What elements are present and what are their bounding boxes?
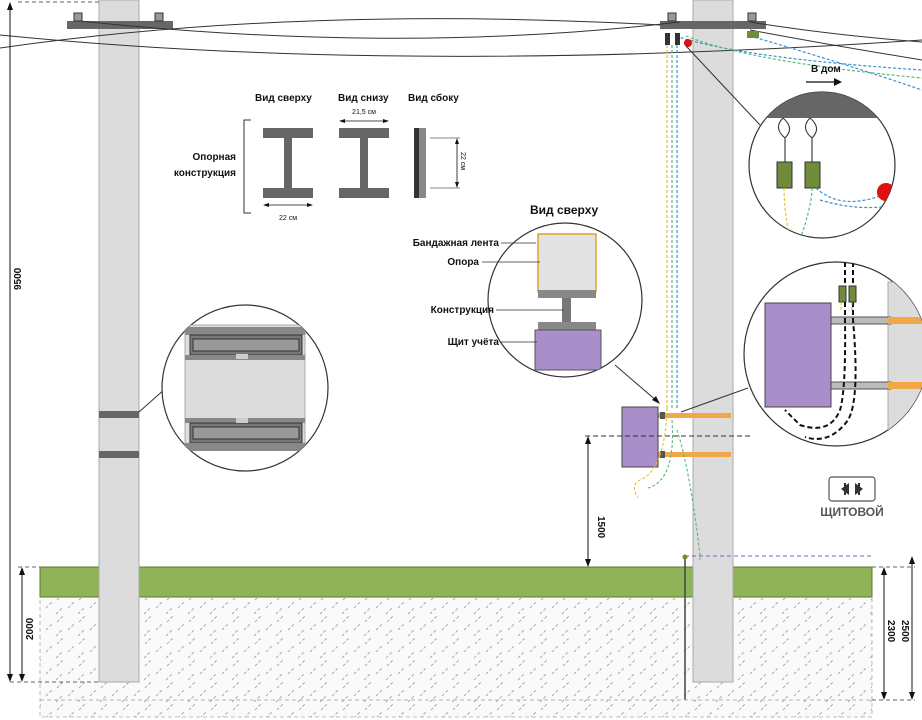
label-pole: Опора bbox=[447, 257, 479, 268]
clamp-icon bbox=[776, 161, 793, 189]
meter-box-detail-callout bbox=[743, 261, 922, 447]
right-pole bbox=[692, 0, 734, 683]
i-beam-bottom-view bbox=[339, 128, 389, 198]
svg-text:22 см: 22 см bbox=[459, 152, 466, 170]
insulator-icon bbox=[73, 12, 164, 22]
svg-text:9500: 9500 bbox=[13, 267, 24, 290]
i-beam-side-view bbox=[414, 128, 426, 198]
grass-strip bbox=[39, 566, 873, 598]
band-clamp-lower bbox=[99, 451, 139, 458]
svg-text:ЩИТОВОЙ: ЩИТОВОЙ bbox=[820, 504, 884, 519]
clamp-icon bbox=[838, 285, 847, 303]
label-construction: Конструкция bbox=[431, 305, 495, 316]
shitovoy-logo: ЩИТОВОЙ bbox=[820, 476, 884, 519]
clamp-icon bbox=[848, 285, 857, 303]
dimension-pole-height: 9500 bbox=[7, 2, 24, 682]
service-clamp bbox=[747, 31, 759, 38]
top-view-callout bbox=[487, 222, 660, 404]
fuse-icon bbox=[684, 39, 692, 47]
meter-box bbox=[621, 406, 659, 468]
dimension-ground-left: 2000 bbox=[19, 567, 36, 682]
down-lead-wires bbox=[666, 45, 678, 408]
dimension-meter-height: 1500 bbox=[585, 436, 606, 567]
overhead-wires bbox=[0, 18, 922, 61]
svg-text:21,5 см: 21,5 см bbox=[352, 109, 376, 116]
svg-text:2000: 2000 bbox=[25, 617, 36, 640]
svg-text:1500: 1500 bbox=[595, 516, 606, 539]
right-crossarm bbox=[660, 21, 766, 29]
clamp-icon bbox=[804, 161, 821, 189]
soil-area bbox=[39, 596, 873, 718]
label-meter-box: Щит учёта bbox=[448, 337, 500, 348]
meter-box-brackets bbox=[658, 412, 731, 458]
top-view-title: Вид сверху bbox=[530, 203, 599, 217]
left-pole bbox=[98, 0, 140, 683]
service-drop-cable bbox=[675, 35, 922, 91]
insulator-icon bbox=[667, 12, 757, 22]
clamp-detail-callout bbox=[748, 91, 896, 239]
support-structure-label: Опорная bbox=[193, 152, 237, 163]
svg-text:2500: 2500 bbox=[899, 620, 910, 643]
dimension-ground-right-b: 2300 bbox=[881, 567, 896, 700]
view-bottom-label: Вид снизу bbox=[338, 93, 389, 104]
band-clamp-detail-callout bbox=[138, 304, 329, 472]
label-band-tape: Бандажная лента bbox=[413, 238, 500, 249]
view-top-label: Вид сверху bbox=[255, 93, 312, 104]
svg-text:22 см: 22 см bbox=[279, 215, 297, 222]
svg-text:2300: 2300 bbox=[885, 620, 896, 643]
support-structure-label-2: конструкция bbox=[174, 168, 236, 179]
view-side-label: Вид сбоку bbox=[408, 92, 459, 104]
to-house-label: В дом bbox=[811, 64, 841, 75]
dimension-ground-right-a: 2500 bbox=[899, 556, 915, 700]
i-beam-top-view bbox=[263, 128, 313, 198]
band-clamp-upper bbox=[99, 411, 139, 418]
